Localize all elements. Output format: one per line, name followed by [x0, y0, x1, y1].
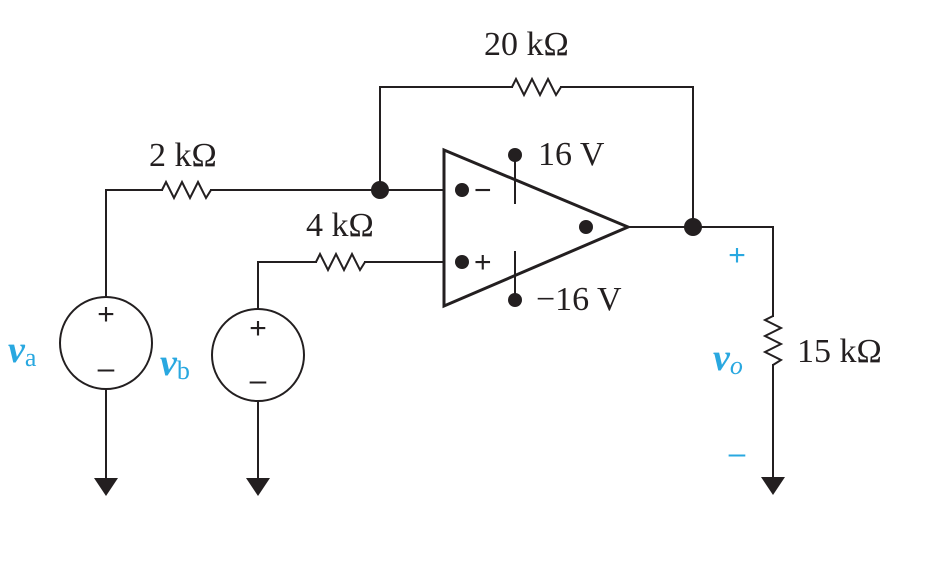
- negative-supply-terminal: [508, 293, 522, 307]
- positive-supply-terminal: [508, 148, 522, 162]
- source-a-label: va: [8, 329, 37, 372]
- source-b-minus: –: [250, 364, 267, 397]
- source-a-ground-arrow: [94, 478, 118, 496]
- feedback-resistor: [511, 76, 562, 98]
- inverting-input-sign: −: [474, 174, 492, 207]
- positive-supply-label: 16 V: [538, 136, 605, 173]
- source-a-minus: –: [98, 352, 115, 385]
- output-minus-sign: –: [729, 437, 746, 470]
- noninverting-input-dot: [455, 255, 469, 269]
- feedback-path: [379, 76, 694, 228]
- negative-supply-label: −16 V: [536, 281, 622, 318]
- output-voltage-label: vo: [713, 337, 743, 380]
- input-b-resistor-label: 4 kΩ: [306, 207, 374, 244]
- load-resistor: [762, 315, 784, 366]
- noninverting-input-sign: +: [474, 246, 492, 279]
- source-a-circle: [59, 296, 153, 390]
- input-b-resistor: [315, 251, 366, 273]
- input-a-resistor: [161, 179, 212, 201]
- input-a-resistor-label: 2 kΩ: [149, 137, 217, 174]
- load-resistor-label: 15 kΩ: [797, 333, 882, 370]
- output-ground-arrow: [761, 477, 785, 495]
- output-plus-sign: +: [728, 239, 746, 272]
- feedback-resistor-label: 20 kΩ: [484, 26, 569, 63]
- op-amp-triangle: [442, 147, 632, 309]
- source-b-plus: +: [249, 312, 267, 345]
- inverting-input-dot: [455, 183, 469, 197]
- output-junction-node: [684, 218, 702, 236]
- input-a-path: [105, 179, 461, 298]
- input-b-path: [257, 251, 461, 311]
- inverting-junction-node: [371, 181, 389, 199]
- output-path: [627, 226, 784, 478]
- output-terminal-dot: [579, 220, 593, 234]
- source-b-circle: [211, 308, 305, 402]
- source-b-ground-arrow: [246, 478, 270, 496]
- source-b-label: vb: [160, 342, 190, 385]
- source-a-plus: +: [97, 298, 115, 331]
